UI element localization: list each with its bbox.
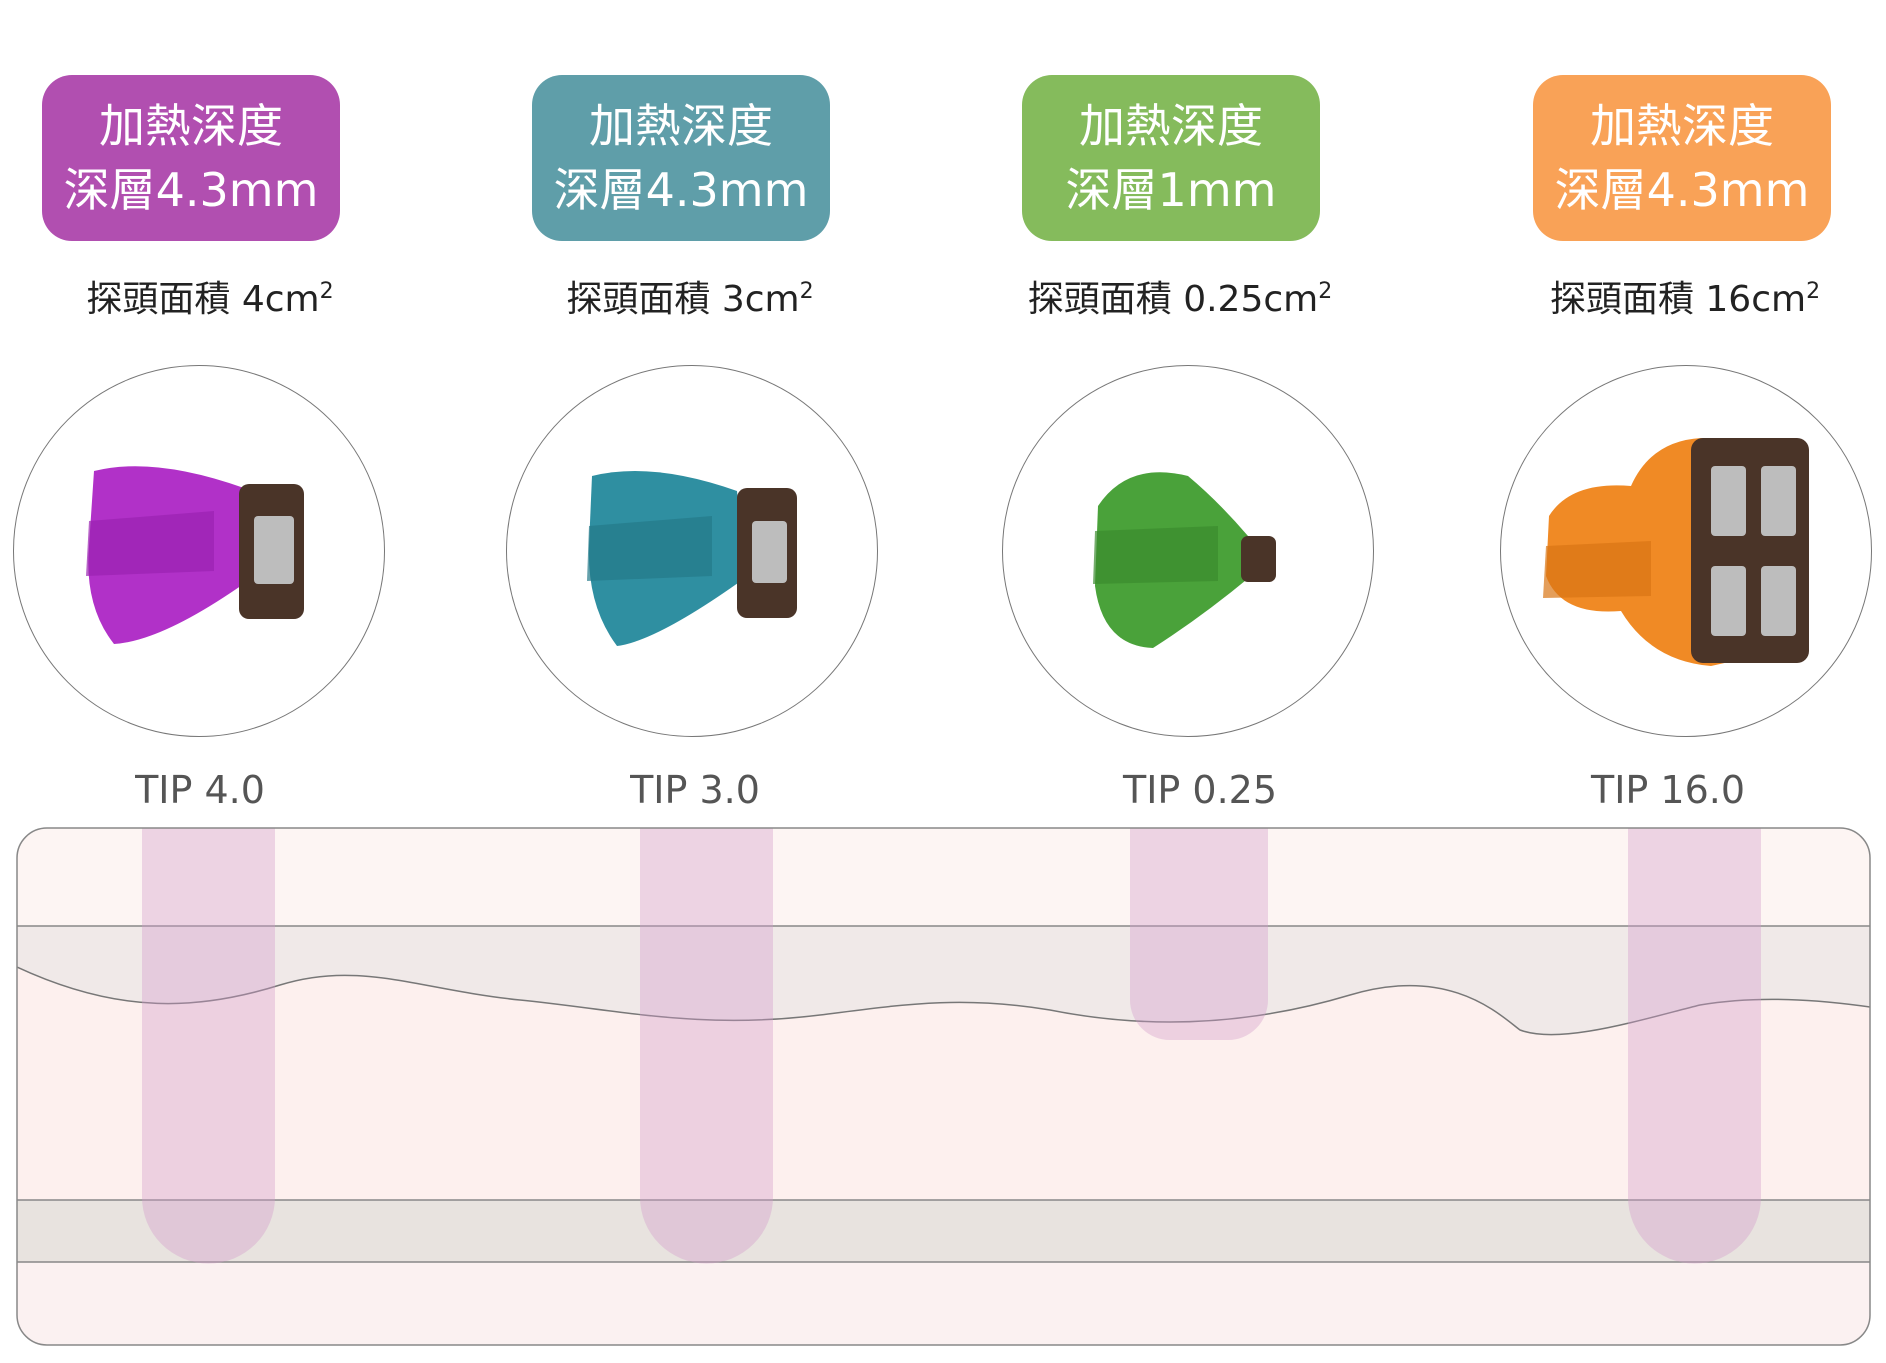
depth-value: 深層4.3mm (553, 163, 809, 217)
tip-16-product-image (1543, 438, 1809, 666)
heat-column-tip-4 (142, 828, 275, 1264)
tip-3-product-image (587, 471, 797, 646)
area-exponent: 2 (799, 279, 814, 304)
tip-column-4: 加熱深度 深層4.3mm 探頭面積 4cm2 TIP 4.0 (0, 0, 385, 820)
probe-area-label: 探頭面積 0.25cm2 (970, 270, 1390, 322)
depth-badge: 加熱深度 深層1mm (1022, 75, 1320, 241)
probe-area-text: 探頭面積 4cm (86, 279, 320, 320)
depth-title: 加熱深度 (1590, 99, 1774, 153)
tip-column-025: 加熱深度 深層1mm 探頭面積 0.25cm2 TIP 0.25 (985, 0, 1374, 820)
tip-column-16: 加熱深度 深層4.3mm 探頭面積 16cm2 TIP 16.0 (1500, 0, 1880, 820)
heat-column-tip-3 (640, 828, 773, 1264)
depth-title: 加熱深度 (589, 99, 773, 153)
dermis-boundary-line (17, 966, 1870, 1036)
heat-column-tip-025 (1130, 828, 1268, 1040)
depth-badge: 加熱深度 深層4.3mm (532, 75, 830, 241)
depth-value: 深層4.3mm (63, 163, 319, 217)
dermis-layer (17, 967, 1870, 1200)
depth-value: 深層1mm (1065, 163, 1277, 217)
depth-title: 加熱深度 (1079, 99, 1263, 153)
depth-badge: 加熱深度 深層4.3mm (42, 75, 340, 241)
probe-area-text: 探頭面積 0.25cm (1027, 279, 1319, 320)
probe-area-text: 探頭面積 16cm (1549, 279, 1807, 320)
lower-layer (17, 1262, 1870, 1345)
depth-badge: 加熱深度 深層4.3mm (1533, 75, 1831, 241)
tip-4-product-image (86, 466, 304, 644)
tip-name: TIP 16.0 (1590, 768, 1746, 812)
depth-value: 深層4.3mm (1554, 163, 1810, 217)
tip-image-circle (13, 365, 385, 737)
tip-name: TIP 0.25 (1122, 768, 1278, 812)
probe-area-label: 探頭面積 4cm2 (0, 270, 420, 322)
fat-band-layer (17, 1200, 1870, 1262)
tip-image-circle (1002, 365, 1374, 737)
probe-area-label: 探頭面積 16cm2 (1475, 270, 1886, 322)
area-exponent: 2 (1318, 279, 1333, 304)
tip-025-product-image (1093, 472, 1276, 648)
tip-column-3: 加熱深度 深層4.3mm 探頭面積 3cm2 TIP 3.0 (495, 0, 878, 820)
tip-image-circle (1500, 365, 1872, 737)
probe-area-label: 探頭面積 3cm2 (480, 270, 900, 322)
tip-image-circle (506, 365, 878, 737)
tip-name: TIP 3.0 (630, 768, 760, 812)
outer-skin-layer (17, 828, 1870, 926)
heat-column-tip-16 (1628, 828, 1761, 1264)
area-exponent: 2 (319, 279, 334, 304)
area-exponent: 2 (1806, 279, 1821, 304)
probe-area-text: 探頭面積 3cm (566, 279, 800, 320)
skin-border (16, 827, 1871, 1346)
depth-title: 加熱深度 (99, 99, 283, 153)
tip-name: TIP 4.0 (135, 768, 265, 812)
